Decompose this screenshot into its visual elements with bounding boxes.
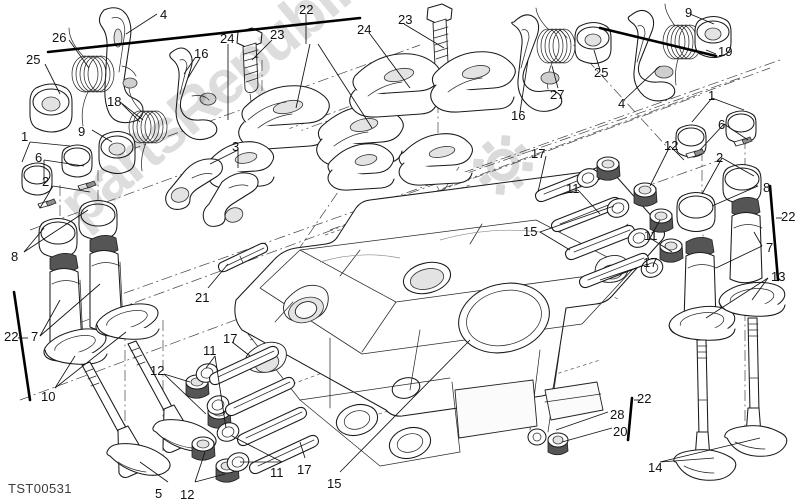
part-washers-11-bottom bbox=[195, 363, 250, 472]
leader-lines bbox=[12, 13, 782, 483]
part-shim-13-a bbox=[668, 305, 736, 341]
part-rocker-3-a bbox=[165, 158, 223, 210]
callout-number: 10 bbox=[41, 389, 56, 404]
callout-number: 3 bbox=[232, 139, 240, 154]
callout-number: 26 bbox=[52, 30, 67, 45]
callout-number: 19 bbox=[718, 44, 733, 59]
part-plug-20-28 bbox=[527, 428, 569, 456]
callout-number: 11 bbox=[644, 228, 658, 243]
part-bushing-25-right bbox=[574, 21, 612, 65]
callout-number: 28 bbox=[610, 407, 625, 422]
callout-number: 11 bbox=[566, 181, 580, 196]
callout-number: 2 bbox=[716, 150, 724, 165]
callout-number: 23 bbox=[398, 12, 413, 27]
callout-number: 1 bbox=[708, 88, 716, 103]
callout-number: 21 bbox=[195, 290, 210, 305]
part-bushing-9-left bbox=[98, 130, 136, 175]
callout-number: 12 bbox=[150, 363, 165, 378]
callout-number: 22 bbox=[4, 329, 19, 344]
part-rocker-arm-4 bbox=[98, 7, 144, 124]
part-valve-14-a bbox=[673, 339, 737, 481]
part-bushing-9-right bbox=[694, 15, 732, 59]
callout-number: 16 bbox=[511, 108, 526, 123]
callout-number: 5 bbox=[155, 486, 163, 501]
callout-number: 11 bbox=[270, 465, 284, 480]
callout-number: 25 bbox=[594, 65, 609, 80]
part-bearing-cap-e bbox=[327, 143, 395, 191]
callout-number: 16 bbox=[194, 46, 209, 61]
callout-number: 7 bbox=[766, 240, 774, 255]
callout-number: 2 bbox=[42, 174, 50, 189]
callout-number: 22 bbox=[637, 391, 652, 406]
callout-number: 24 bbox=[357, 22, 372, 37]
callout-number: 4 bbox=[618, 96, 626, 111]
part-pin-21 bbox=[217, 242, 269, 273]
part-bolt-23-left bbox=[236, 27, 263, 109]
callout-number: 7 bbox=[31, 329, 39, 344]
callout-number: 25 bbox=[26, 52, 41, 67]
part-lifter-stack-right-b bbox=[722, 110, 763, 284]
part-bearing-cap-c bbox=[349, 53, 441, 118]
part-spring-18 bbox=[128, 87, 168, 172]
callout-number: 13 bbox=[771, 269, 786, 284]
part-lifter-stack-right-a bbox=[675, 124, 717, 326]
callout-number: 24 bbox=[220, 31, 235, 46]
callout-number: 17 bbox=[297, 462, 312, 477]
part-valve-5-a bbox=[81, 361, 171, 479]
part-washers-11-right bbox=[576, 168, 664, 278]
callout-number: 15 bbox=[327, 476, 342, 491]
callout-number: 6 bbox=[35, 150, 43, 165]
callout-number: 14 bbox=[648, 460, 663, 475]
part-valve-14-b bbox=[724, 317, 788, 457]
part-shim-10-a bbox=[43, 328, 108, 365]
callout-number: 8 bbox=[11, 249, 19, 264]
part-bushing-25-left bbox=[29, 83, 73, 133]
callout-number: 17 bbox=[531, 146, 546, 161]
callout-number: 17 bbox=[223, 331, 238, 346]
part-shim-10-b bbox=[95, 303, 160, 340]
part-bearing-cap-g bbox=[398, 133, 473, 186]
part-collets-12-right bbox=[596, 156, 684, 263]
callout-number: 17 bbox=[643, 255, 658, 270]
part-rocker-16-left bbox=[169, 47, 218, 141]
part-fork-4-right bbox=[627, 9, 676, 102]
part-bearing-cap-a bbox=[238, 85, 330, 150]
callout-number: 9 bbox=[685, 5, 693, 20]
callout-number: 1 bbox=[21, 129, 29, 144]
callout-number: 22 bbox=[299, 2, 314, 17]
part-bolt-23-right bbox=[426, 3, 453, 88]
part-lifter-stack-left-a bbox=[21, 162, 84, 350]
callout-number: 22 bbox=[781, 209, 796, 224]
callout-number: 23 bbox=[270, 27, 285, 42]
callout-number: 15 bbox=[523, 224, 538, 239]
callout-number: 20 bbox=[613, 424, 628, 439]
callout-number: 12 bbox=[664, 138, 679, 153]
part-bearing-cap-d bbox=[430, 51, 516, 113]
callout-number: 9 bbox=[78, 124, 86, 139]
part-rocker-3-b bbox=[202, 172, 259, 227]
part-spring-26 bbox=[68, 27, 115, 127]
callout-number: 27 bbox=[550, 87, 565, 102]
callout-number: 18 bbox=[107, 94, 122, 109]
callout-number: 12 bbox=[180, 487, 195, 502]
callout-number: 6 bbox=[718, 117, 726, 132]
callout-number: 4 bbox=[160, 7, 168, 22]
diagram-code-label: TST00531 bbox=[8, 481, 72, 496]
callout-number: 8 bbox=[763, 180, 771, 195]
callout-number: 11 bbox=[203, 343, 217, 358]
